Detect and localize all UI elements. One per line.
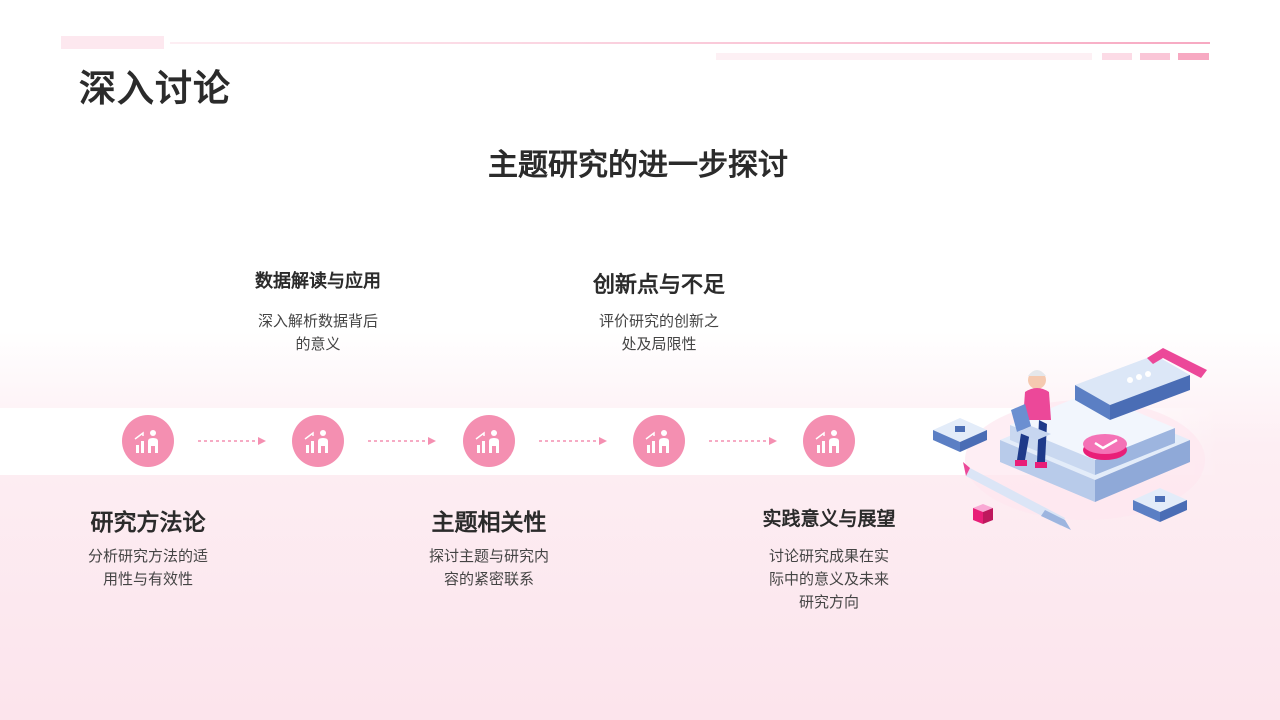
- step-description: 探讨主题与研究内 容的紧密联系: [389, 545, 589, 591]
- header-decoration-bar: [1102, 53, 1132, 60]
- step-node-5: [803, 415, 855, 467]
- step-node-1: [122, 415, 174, 467]
- step-description-line: 评价研究的创新之: [598, 312, 719, 330]
- step-title: 数据解读与应用: [255, 271, 381, 292]
- step-description-line: 深入解析数据背后: [257, 312, 378, 330]
- step-description-line: 分析研究方法的适: [87, 547, 208, 565]
- step-title: 主题相关性: [431, 510, 547, 536]
- header-decoration-bar: [1140, 53, 1170, 60]
- step-description-line: 容的紧密联系: [443, 570, 534, 588]
- header-decoration-bar: [716, 53, 1092, 60]
- header-decoration-block: [61, 36, 164, 49]
- people-growth-icon: [304, 430, 328, 453]
- step-description-line: 探讨主题与研究内: [428, 547, 549, 565]
- isometric-person-with-laptop-on-book-illustration: [933, 348, 1207, 530]
- dashed-arrow-icon: [368, 437, 436, 445]
- step-description-line: 处及局限性: [621, 335, 697, 353]
- step-description-line: 讨论研究成果在实: [768, 547, 889, 565]
- step-title: 创新点与不足: [592, 273, 725, 298]
- step-description: 讨论研究成果在实 际中的意义及未来 研究方向: [729, 545, 929, 614]
- people-growth-icon: [815, 430, 839, 453]
- people-growth-icon: [645, 430, 669, 453]
- step-description: 分析研究方法的适 用性与有效性: [48, 545, 248, 591]
- step-title: 实践意义与展望: [762, 508, 896, 530]
- step-node-4: [633, 415, 685, 467]
- header-decoration-bar: [1178, 53, 1209, 60]
- page-title: 深入讨论: [79, 67, 231, 110]
- dashed-arrow-icon: [539, 437, 607, 445]
- dashed-arrow-icon: [709, 437, 777, 445]
- step-description-line: 际中的意义及未来: [768, 570, 889, 588]
- people-growth-icon: [475, 430, 499, 453]
- step-title: 研究方法论: [90, 510, 206, 536]
- step-description-line: 的意义: [295, 335, 341, 353]
- step-description: 深入解析数据背后 的意义: [218, 310, 418, 356]
- dashed-arrow-icon: [198, 437, 266, 445]
- header-decoration-line: [170, 42, 1210, 44]
- people-growth-icon: [134, 430, 158, 453]
- step-description: 评价研究的创新之 处及局限性: [559, 310, 759, 356]
- step-description-line: 研究方向: [798, 593, 859, 611]
- step-description-line: 用性与有效性: [102, 570, 193, 588]
- step-node-2: [292, 415, 344, 467]
- step-node-3: [463, 415, 515, 467]
- slide-subtitle: 主题研究的进一步探讨: [488, 148, 788, 183]
